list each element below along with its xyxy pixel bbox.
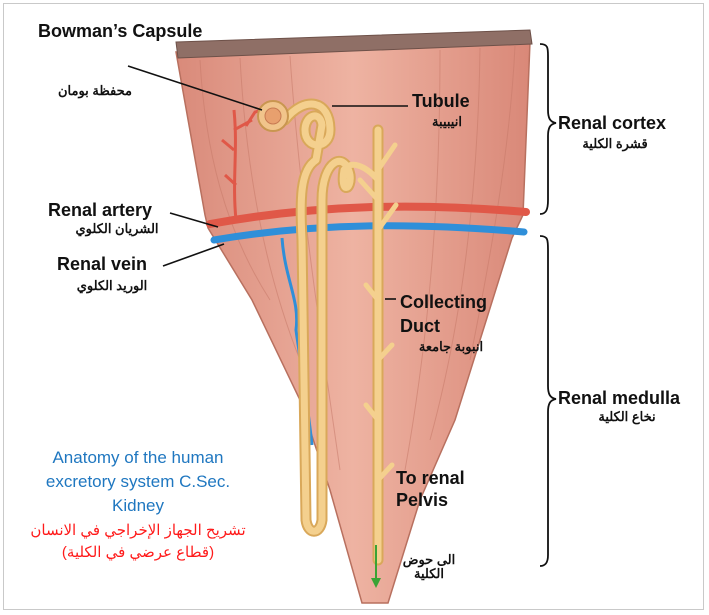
renal-artery-label-en: Renal artery [48, 201, 152, 221]
to-renal-pelvis-label-en: To renal Pelvis [396, 467, 466, 511]
renal-cortex-label-en: Renal cortex [558, 114, 666, 134]
to-renal-pelvis-label-ar: الى حوض الكلية [394, 553, 464, 582]
bowmans-capsule-label-en: Bowman’s Capsule [38, 22, 202, 42]
bowmans-capsule-label-ar: محفظة بومان [40, 84, 150, 98]
caption-english: Anatomy of the human excretory system C.… [18, 446, 258, 518]
tubule-label-en: Tubule [412, 92, 470, 112]
renal-cortex-label-ar: قشرة الكلية [570, 137, 660, 151]
tubule-label-ar: انيبيبة [412, 115, 482, 129]
region-braces [540, 44, 556, 566]
renal-artery-label-ar: الشريان الكلوي [62, 222, 172, 236]
collecting-duct-label-en: Collecting Duct [400, 290, 510, 338]
renal-vein-label-ar: الوريد الكلوي [62, 279, 162, 293]
renal-medulla-label-en: Renal medulla [558, 389, 680, 409]
renal-vein-label-en: Renal vein [57, 255, 147, 275]
renal-medulla-label-ar: نخاع الكلية [582, 410, 672, 424]
caption-arabic: تشريح الجهاز الإخراجي في الانسان (قطاع ع… [18, 520, 258, 564]
collecting-duct-label-ar: انبوبة جامعة [396, 340, 506, 354]
bowmans-capsule-shape [258, 101, 288, 131]
